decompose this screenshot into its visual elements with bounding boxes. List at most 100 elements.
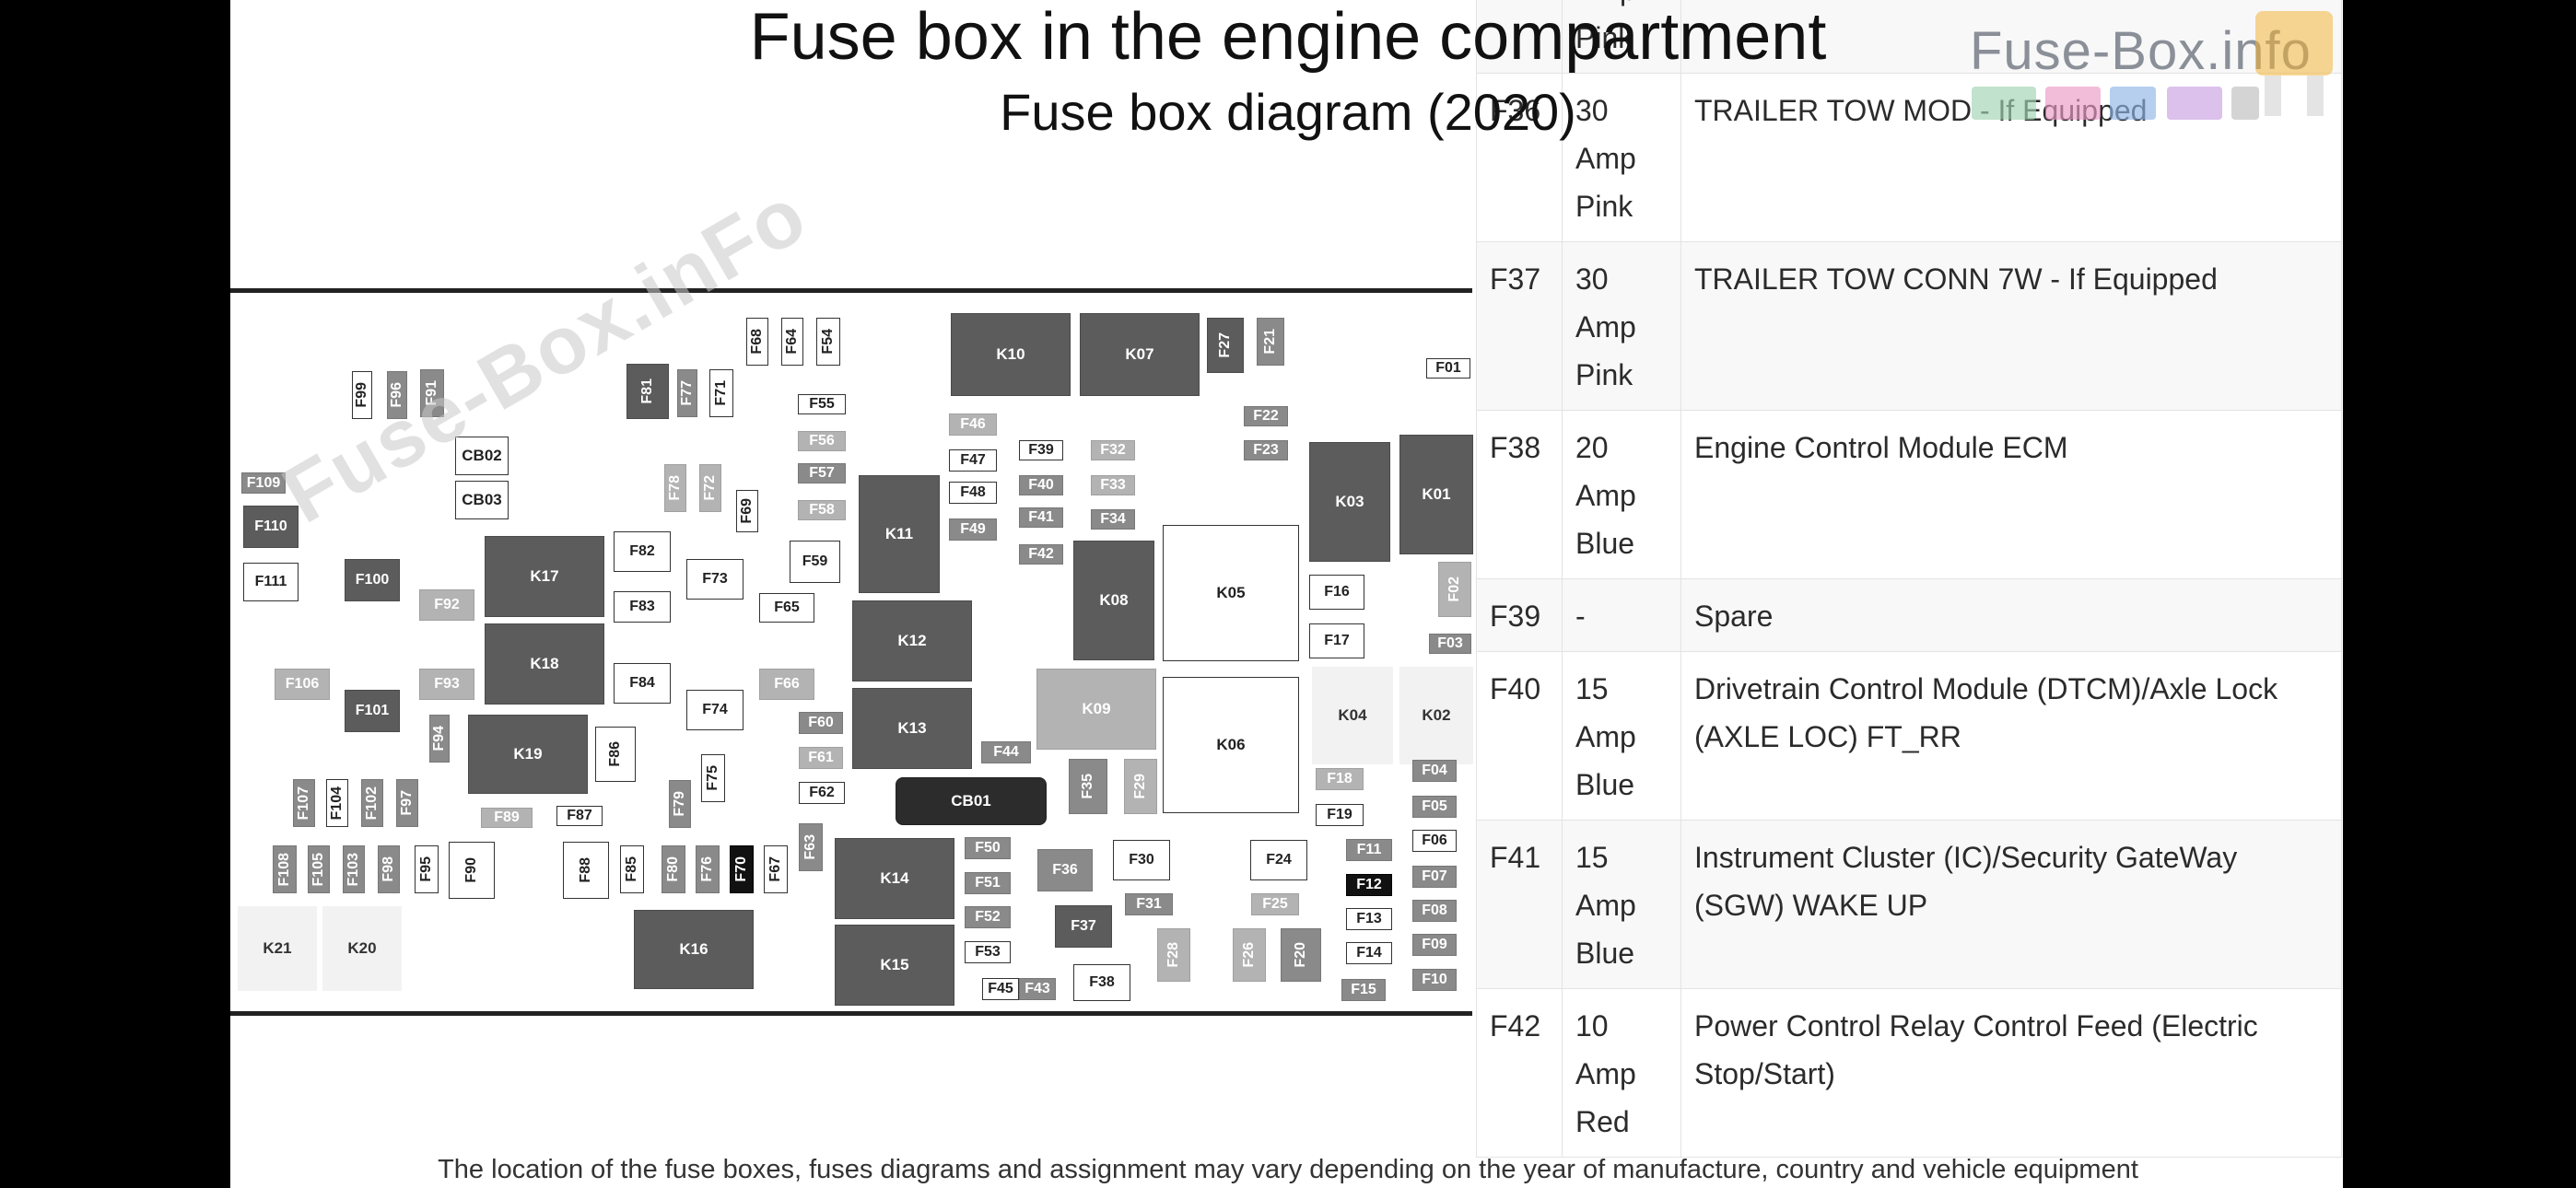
mini-fuse-icon bbox=[2110, 87, 2156, 120]
component-label: K15 bbox=[880, 956, 909, 973]
fuse-f53: F53 bbox=[965, 941, 1011, 963]
component-label: K01 bbox=[1422, 485, 1451, 503]
fuse-f91: F91 bbox=[420, 369, 444, 417]
component-label: F73 bbox=[702, 571, 728, 587]
fuse-f110: F110 bbox=[243, 506, 299, 548]
component-label: K19 bbox=[513, 745, 543, 763]
fuse-f93: F93 bbox=[419, 669, 474, 700]
fuse-f14: F14 bbox=[1346, 942, 1392, 964]
component-label: F30 bbox=[1129, 852, 1154, 868]
logo-text: Fuse-Box.info bbox=[1970, 21, 2312, 81]
component-label: F58 bbox=[809, 502, 835, 518]
component-label: F109 bbox=[246, 474, 281, 491]
component-label: F57 bbox=[809, 465, 835, 481]
fuse-f51: F51 bbox=[965, 872, 1011, 894]
fuse-f68: F68 bbox=[746, 318, 768, 366]
component-label: K14 bbox=[880, 869, 909, 887]
component-label: F92 bbox=[434, 597, 460, 612]
fuse-f84: F84 bbox=[614, 663, 671, 704]
fuse-f57: F57 bbox=[798, 463, 846, 483]
component-label: F25 bbox=[1262, 896, 1288, 912]
amperage-line: 15 bbox=[1575, 672, 1609, 705]
fuse-number-cell: F38 bbox=[1476, 410, 1563, 579]
fuse-f40: F40 bbox=[1019, 475, 1063, 495]
component-label: F34 bbox=[1100, 511, 1126, 527]
fuse-number-cell: F40 bbox=[1476, 651, 1563, 821]
fuse-f47: F47 bbox=[949, 449, 997, 472]
fuse-f92: F92 bbox=[419, 589, 474, 621]
component-label: F69 bbox=[739, 498, 755, 524]
relay-k01: K01 bbox=[1399, 435, 1473, 554]
component-label: K17 bbox=[530, 567, 559, 585]
fuse-f96: F96 bbox=[387, 371, 407, 419]
component-label: F87 bbox=[567, 808, 592, 823]
relay-k04: K04 bbox=[1312, 667, 1393, 764]
fuse-f107: F107 bbox=[293, 779, 315, 827]
component-label: F03 bbox=[1437, 635, 1463, 651]
component-label: F63 bbox=[802, 834, 818, 860]
component-label: F102 bbox=[364, 786, 380, 821]
fuse-number-cell: F42 bbox=[1476, 988, 1563, 1158]
fuse-f101: F101 bbox=[345, 690, 400, 732]
component-label: F50 bbox=[975, 840, 1001, 856]
fuse-f70: F70 bbox=[730, 845, 754, 893]
component-label: F64 bbox=[784, 329, 800, 355]
component-label: F53 bbox=[975, 944, 1001, 960]
relay-k03: K03 bbox=[1309, 442, 1390, 562]
fuse-f67: F67 bbox=[764, 845, 788, 893]
fuse-f89: F89 bbox=[481, 808, 533, 828]
fuse-f102: F102 bbox=[361, 779, 383, 827]
fuse-f66: F66 bbox=[759, 669, 814, 700]
component-label: F28 bbox=[1165, 942, 1181, 968]
fuse-f33: F33 bbox=[1091, 475, 1135, 495]
fuse-f106: F106 bbox=[275, 669, 330, 700]
component-label: F90 bbox=[463, 857, 479, 883]
fuse-f77: F77 bbox=[677, 369, 697, 417]
component-label: F22 bbox=[1253, 408, 1279, 424]
component-label: F16 bbox=[1324, 584, 1350, 600]
component-label: F55 bbox=[809, 396, 835, 412]
fuse-f54: F54 bbox=[816, 318, 840, 366]
fuse-f88: F88 bbox=[563, 842, 609, 899]
fuse-description-cell: Instrument Cluster (IC)/Security GateWay… bbox=[1680, 820, 2342, 989]
component-label: F59 bbox=[802, 553, 828, 569]
mini-fuse-icon bbox=[2167, 87, 2222, 120]
fuse-f52: F52 bbox=[965, 906, 1011, 928]
component-label: F39 bbox=[1028, 442, 1054, 458]
component-label: F100 bbox=[355, 572, 390, 588]
fuse-f71: F71 bbox=[709, 369, 733, 417]
amperage-line: Blue bbox=[1575, 937, 1635, 970]
relay-k09: K09 bbox=[1036, 669, 1156, 750]
fuse-f03: F03 bbox=[1429, 634, 1471, 654]
fuse-f36: F36 bbox=[1037, 849, 1093, 891]
component-label: F45 bbox=[988, 981, 1013, 996]
fuse-f12: F12 bbox=[1346, 874, 1392, 896]
fuse-logo-icon bbox=[2255, 11, 2333, 116]
component-label: F49 bbox=[960, 521, 986, 537]
fuse-f64: F64 bbox=[781, 318, 803, 366]
relay-k21: K21 bbox=[238, 906, 317, 991]
component-label: F36 bbox=[1052, 862, 1078, 878]
component-label: F41 bbox=[1028, 509, 1054, 525]
component-label: F47 bbox=[960, 452, 986, 468]
fuse-f90: F90 bbox=[449, 842, 495, 899]
component-label: F52 bbox=[975, 909, 1001, 925]
component-label: F81 bbox=[639, 379, 655, 404]
fuse-f65: F65 bbox=[759, 593, 814, 623]
circuit-breaker-cb03: CB03 bbox=[455, 481, 509, 519]
fuse-number-cell bbox=[1476, 0, 1563, 74]
component-label: F76 bbox=[699, 856, 715, 882]
circuit-breaker-cb01: CB01 bbox=[896, 777, 1047, 825]
component-label: F65 bbox=[774, 600, 800, 615]
component-label: F71 bbox=[713, 380, 729, 406]
component-label: F43 bbox=[1025, 981, 1050, 996]
fuse-f44: F44 bbox=[981, 741, 1031, 763]
diagram-bottom-border bbox=[230, 1011, 1472, 1016]
fuse-f22: F22 bbox=[1244, 406, 1288, 426]
mini-fuse-icon bbox=[2231, 87, 2259, 120]
fuse-f16: F16 bbox=[1309, 575, 1364, 610]
